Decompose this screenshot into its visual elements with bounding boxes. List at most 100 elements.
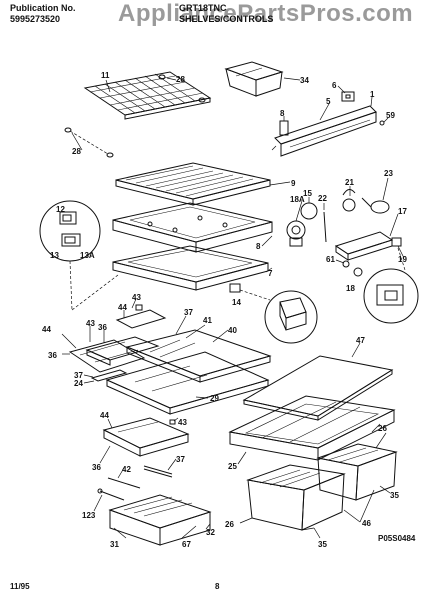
callout-25: 25: [228, 462, 237, 471]
rail-42: [107, 477, 141, 489]
callout-29: 29: [210, 394, 219, 403]
shelf-assembly-40: [125, 329, 272, 383]
knob-61: [342, 260, 350, 268]
callout-18A: 18A: [290, 195, 305, 204]
crisper-cover-7: [112, 245, 269, 291]
page-number: 8: [215, 582, 220, 591]
crisper-pan-left-35: [246, 464, 346, 531]
slide-rail-37: [143, 465, 173, 478]
callout-26: 26: [225, 520, 234, 529]
callout-18: 18: [346, 284, 355, 293]
watermark: AppliancePartsPros.com: [118, 0, 414, 27]
callout-32: 32: [206, 528, 215, 537]
inset-detail-14: [264, 290, 318, 344]
callout-21: 21: [345, 178, 354, 187]
callout-44: 44: [100, 411, 109, 420]
meat-pan-31: [108, 494, 212, 546]
callout-44: 44: [118, 303, 127, 312]
callout-61: 61: [326, 255, 335, 264]
handle-123: [97, 488, 125, 501]
callout-15: 15: [303, 189, 312, 198]
callout-36: 36: [92, 463, 101, 472]
footer-date: 11/95: [10, 582, 30, 591]
callout-40: 40: [228, 326, 237, 335]
callout-67: 67: [182, 540, 191, 549]
publication-number: 5995273520: [10, 14, 61, 24]
callout-22: 22: [318, 194, 327, 203]
glass-insert-41: [85, 336, 160, 366]
callout-41: 41: [203, 316, 212, 325]
shelf-clip-28: [64, 74, 206, 158]
callout-19: 19: [398, 255, 407, 264]
shelf-frame-36: [68, 339, 146, 373]
crisper-frame-25: [228, 395, 396, 461]
callout-14: 14: [232, 298, 241, 307]
sensor-23: [361, 197, 390, 214]
callout-11: 11: [101, 71, 110, 80]
callout-8: 8: [256, 242, 261, 251]
callout-43: 43: [86, 319, 95, 328]
callout-35: 35: [390, 491, 399, 500]
callout-17: 17: [398, 207, 407, 216]
end-cap-43: [135, 304, 143, 311]
callout-13: 13: [50, 251, 59, 260]
shelf-trim-44: [115, 309, 167, 329]
callout-1: 1: [370, 90, 375, 99]
callout-31: 31: [110, 540, 119, 549]
callout-36: 36: [48, 351, 57, 360]
callout-8: 8: [280, 109, 285, 118]
callout-36: 36: [98, 323, 107, 332]
callout-6: 6: [332, 81, 337, 90]
callout-26: 26: [378, 424, 387, 433]
callout-46: 46: [362, 519, 371, 528]
callout-123: 123: [82, 511, 96, 520]
thermostat-18A: [286, 220, 306, 247]
trim-strip-24: [90, 369, 128, 382]
inset-detail-19: [363, 268, 419, 324]
callout-23: 23: [384, 169, 393, 178]
light-socket-6: [341, 91, 355, 102]
bulb-18: [353, 267, 363, 277]
section-title: SHELVES/CONTROLS: [179, 14, 274, 24]
knob-15: [300, 202, 318, 220]
callout-37: 37: [176, 455, 185, 464]
control-box-17: [334, 231, 394, 261]
model-number: GRT18TNC: [179, 3, 227, 13]
crisper-pan-right-35: [316, 443, 398, 501]
callout-34: 34: [300, 76, 309, 85]
callout-28: 28: [72, 147, 81, 156]
screw-59: [379, 120, 385, 126]
callout-labels: 11 28 28 34 6 1 8 5 59 9 23 21 15 18A 22…: [42, 71, 407, 549]
glass-shelf-9: [115, 162, 271, 206]
light-switch-19: [391, 237, 402, 247]
drawing-id: P05S0484: [378, 534, 416, 543]
glass-panel-29: [105, 351, 270, 415]
callout-37: 37: [74, 371, 83, 380]
bracket-8: [279, 120, 289, 136]
cover-frame-8: [112, 202, 273, 253]
callout-37: 37: [184, 308, 193, 317]
callout-59: 59: [386, 111, 395, 120]
callout-12: 12: [56, 205, 65, 214]
control-housing-5: [274, 105, 377, 157]
callout-24: 24: [74, 379, 83, 388]
damper-21: [342, 189, 356, 212]
callout-7: 7: [268, 269, 273, 278]
end-cap-43: [169, 419, 176, 425]
callout-5: 5: [326, 97, 331, 106]
callout-44: 44: [42, 325, 51, 334]
callout-47: 47: [356, 336, 365, 345]
callout-43: 43: [178, 418, 187, 427]
callout-43: 43: [132, 293, 141, 302]
callout-13A: 13A: [80, 251, 95, 260]
callout-35: 35: [318, 540, 327, 549]
deli-shelf-36: [102, 417, 190, 457]
dairy-tray-34: [224, 61, 284, 97]
callout-28: 28: [176, 75, 185, 84]
bracket-14: [229, 283, 241, 293]
callout-42: 42: [122, 465, 131, 474]
capillary-22: [323, 211, 327, 243]
glass-cover-47: [242, 355, 394, 421]
callout-9: 9: [291, 179, 296, 188]
